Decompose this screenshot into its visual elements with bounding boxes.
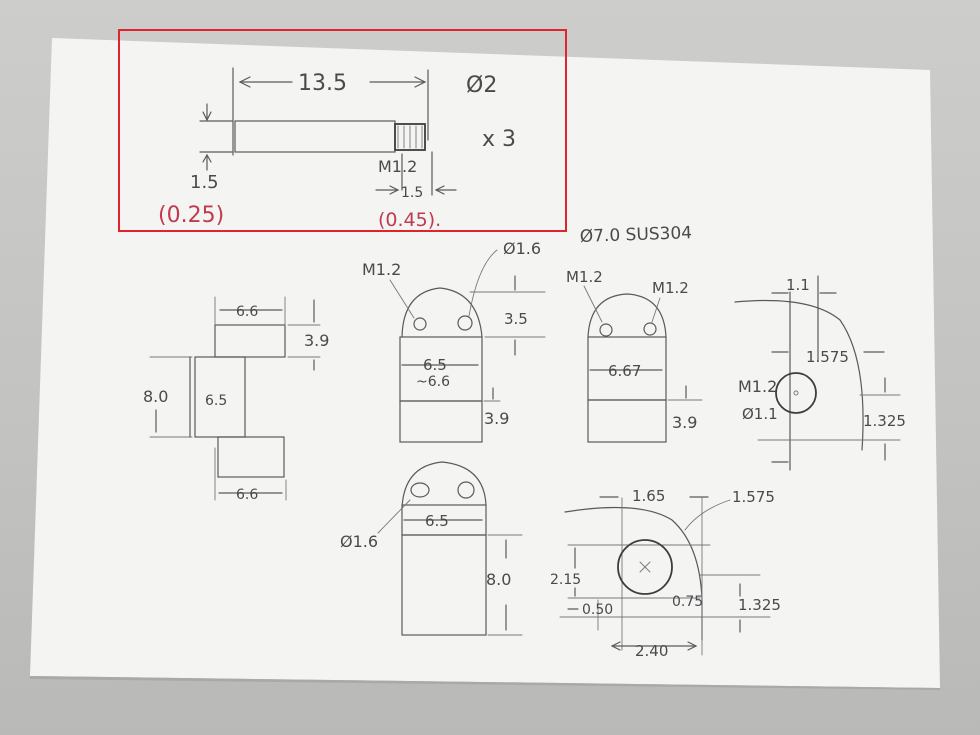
circle-view-b: 1.65 1.575 2.15 0.50 0.75 1.325 2.40: [550, 487, 781, 660]
pin-length-label: 13.5: [298, 71, 347, 96]
circle-a-hole: Ø1.1: [742, 405, 778, 423]
circle-b-bottom-dim: 2.40: [635, 642, 668, 660]
front-a-thread: M1.2: [362, 260, 401, 279]
front-view-c: Ø1.6 6.5 8.0: [340, 461, 523, 636]
front-c-hole: Ø1.6: [340, 532, 378, 551]
pin-left-note: (0.25): [158, 203, 224, 228]
circle-view-a: 1.1 1.575 M1.2 Ø1.1 1.325: [734, 275, 906, 471]
paper-shadow: [30, 676, 940, 690]
front-a-width: 6.5: [423, 356, 447, 374]
side-view: 6.6 3.9 8.0 6.5 6.6: [143, 296, 329, 503]
material-note: Ø7.0 SUS304: [579, 223, 692, 247]
circle-a-top-dim: 1.1: [786, 276, 810, 294]
front-a-cap-height: 3.5: [504, 310, 528, 328]
front-b-thread-right: M1.2: [652, 279, 689, 297]
circle-a-offset: 1.575: [806, 348, 849, 366]
pin-thread-label: M1.2: [378, 157, 417, 176]
circle-a-side-dim: 1.325: [863, 412, 906, 430]
pin-drawing: 13.5 Ø2 x 3 1.5 (0.25) M1.2 1.5 (0.45).: [158, 67, 516, 231]
circle-a-thread: M1.2: [738, 377, 777, 396]
circle-b-top-dim: 1.65: [632, 487, 665, 505]
circle-b-dim-a: 0.50: [582, 602, 613, 618]
side-mid-width: 6.5: [205, 393, 227, 409]
pin-quantity-label: x 3: [482, 127, 516, 152]
front-view-a: M1.2 Ø1.6 3.5 6.5 ~6.6 3.9: [362, 239, 546, 443]
side-top-width: 6.6: [236, 304, 258, 320]
pin-diameter-label: Ø2: [466, 73, 497, 98]
front-a-width-alt: ~6.6: [416, 374, 450, 390]
front-b-thread-left: M1.2: [566, 268, 603, 286]
side-top-height: 3.9: [304, 331, 329, 350]
front-c-height: 8.0: [486, 570, 511, 589]
circle-b-left-dim: 2.15: [550, 572, 581, 588]
front-a-hole: Ø1.6: [503, 239, 541, 258]
front-b-width: 6.67: [608, 362, 641, 380]
paper-sheet: [30, 38, 940, 688]
front-view-b: M1.2 M1.2 6.67 3.9: [566, 268, 703, 443]
pin-thread-note: (0.45).: [378, 209, 441, 231]
front-b-base-height: 3.9: [672, 413, 697, 432]
pin-thread-dim: 1.5: [401, 185, 423, 201]
side-bottom-width: 6.6: [236, 487, 258, 503]
pin-left-dim: 1.5: [190, 172, 219, 193]
highlight-box: [118, 29, 567, 232]
circle-b-radius-note: 1.575: [732, 488, 775, 506]
circle-b-dim-b: 0.75: [672, 594, 703, 610]
front-c-width: 6.5: [425, 512, 449, 530]
side-mid-height: 8.0: [143, 387, 168, 406]
circle-b-side-dim: 1.325: [738, 596, 781, 614]
front-a-base-height: 3.9: [484, 409, 509, 428]
